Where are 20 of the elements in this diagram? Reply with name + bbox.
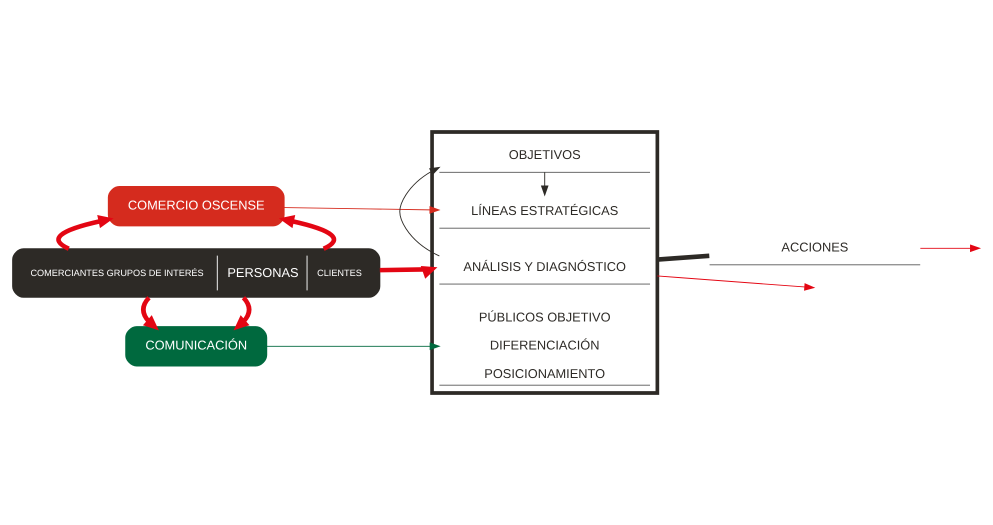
node-box: COMERCIO OSCENSE	[108, 186, 285, 226]
arrow	[141, 296, 159, 330]
arrow	[540, 172, 549, 196]
arrow	[656, 275, 816, 291]
arrow	[234, 296, 252, 330]
node-text: LÍNEAS ESTRATÉGICAS	[471, 203, 618, 218]
node-text: ANÁLISIS Y DIAGNÓSTICO	[463, 258, 626, 274]
arrow	[920, 244, 982, 252]
node-text: PÚBLICOS OBJETIVO DIFERENCIACIÓN POSICIONAMIENTO	[478, 309, 611, 382]
arrow	[284, 206, 440, 214]
arrow	[380, 266, 438, 279]
node-box: COMERCIANTES GRUPOS DE INTERÉS PERSONAS CLIENTES	[12, 248, 380, 298]
arrow	[56, 214, 114, 251]
connector	[657, 254, 710, 262]
arrow	[266, 342, 441, 350]
arrow	[278, 214, 336, 251]
arrow	[399, 166, 441, 256]
node-box: COMUNICACIÓN	[125, 326, 268, 366]
node-text: OBJETIVOS	[508, 147, 581, 162]
node-text: ACCIONES	[781, 240, 848, 255]
